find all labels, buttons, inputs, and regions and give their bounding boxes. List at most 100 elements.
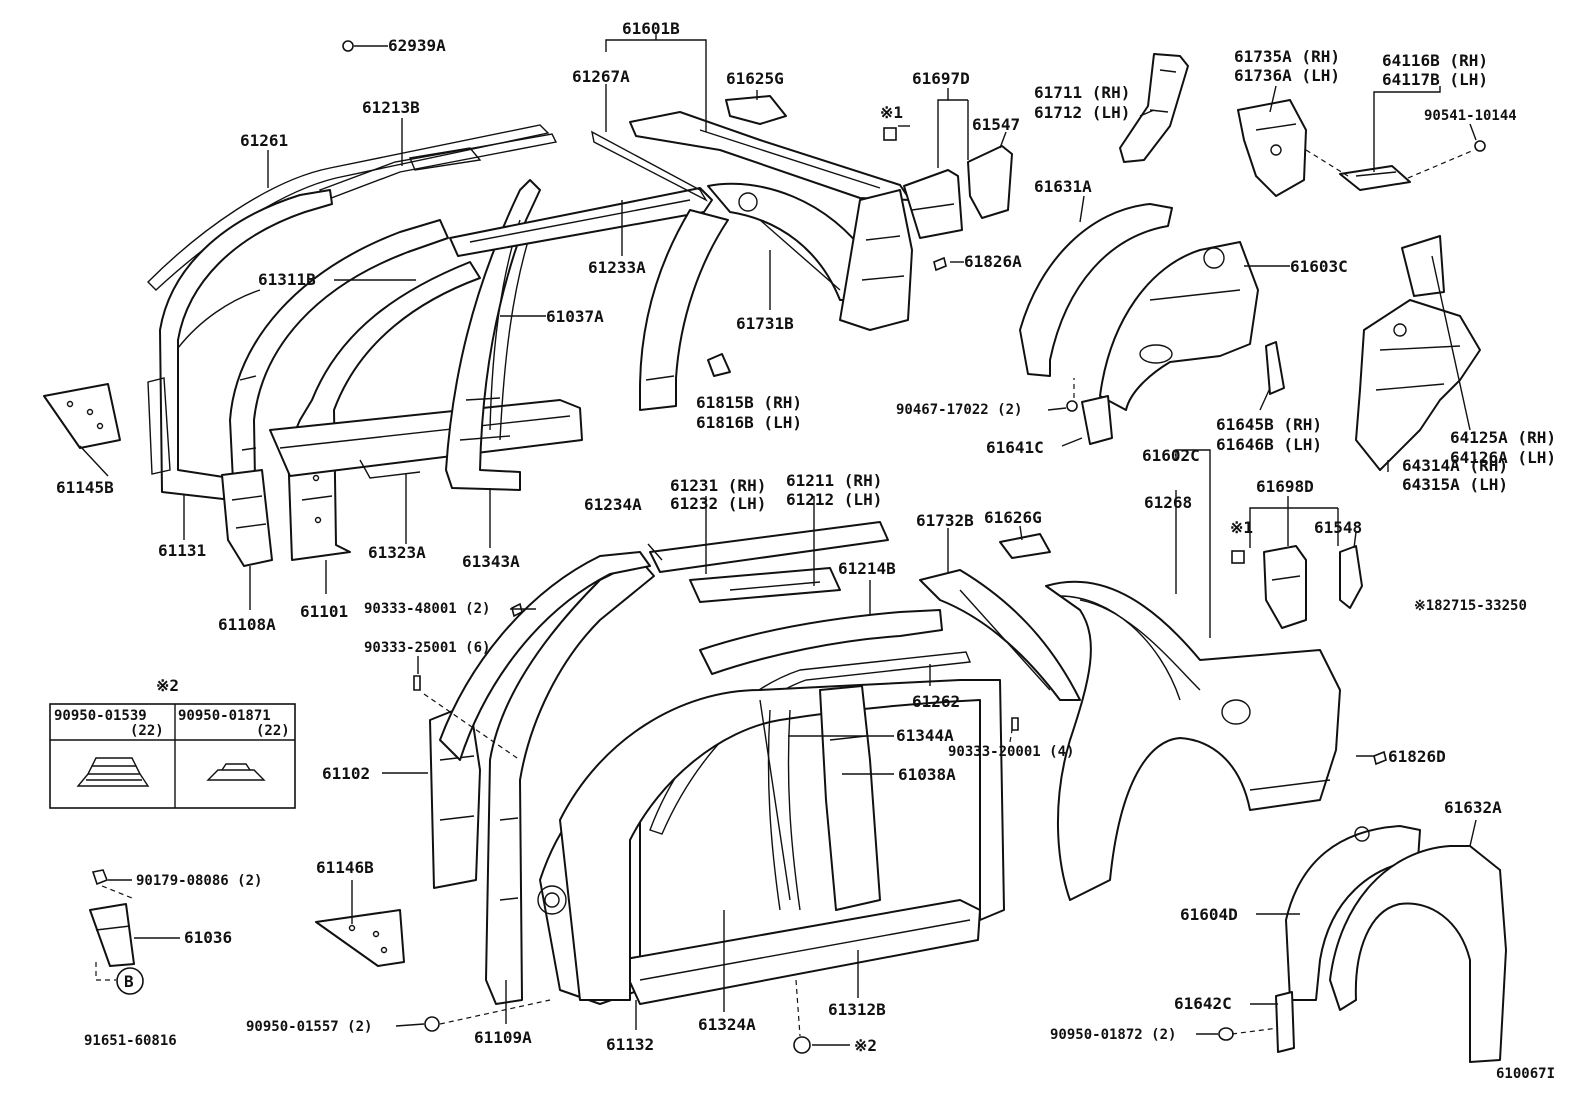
part-61603C-drawing	[1099, 241, 1259, 411]
label-61311B: 61311B	[258, 270, 316, 289]
table-col1-qty: (22)	[130, 723, 164, 739]
clip-90541-drawing	[1474, 140, 1486, 152]
part-61036-drawing	[89, 903, 135, 967]
part-61324A-drawing	[619, 899, 981, 1005]
clip-90333-25001-drawing	[413, 675, 421, 691]
part-61145B-drawing	[43, 383, 121, 449]
part-61602C-drawing	[1045, 580, 1341, 901]
note2-table-title: ※2	[156, 676, 179, 695]
part-61231-drawing	[649, 521, 889, 573]
part-61697D-drawing	[903, 169, 963, 239]
plug-90950-01871-drawing	[206, 763, 266, 781]
label-61312B: 61312B	[828, 1000, 886, 1019]
label-61815B: 61815B (RH)	[696, 393, 802, 412]
callout-b-letter: B	[124, 972, 134, 991]
label-61132: 61132	[606, 1035, 654, 1054]
label-61698D: 61698D	[1256, 477, 1314, 496]
clip-note1-bottom-drawing	[1231, 550, 1245, 564]
label-90179-08086: 90179-08086 (2)	[136, 873, 262, 889]
part-61815B-area-panel-drawing	[639, 209, 729, 411]
label-61344A: 61344A	[896, 726, 954, 745]
label-61324A: 61324A	[698, 1015, 756, 1034]
label-61547: 61547	[972, 115, 1020, 134]
part-61323A-drawing	[269, 399, 583, 479]
label-61641C: 61641C	[986, 438, 1044, 457]
label-61548: 61548	[1314, 518, 1362, 537]
label-61735A: 61735A (RH)	[1234, 47, 1340, 66]
label-61646B: 61646B (LH)	[1216, 435, 1322, 454]
label-61037A: 61037A	[546, 307, 604, 326]
label-61826D: 61826D	[1388, 747, 1446, 766]
part-61731B-extension-drawing	[839, 189, 913, 331]
part-61234A-drawing	[439, 551, 651, 761]
label-61038A: 61038A	[898, 765, 956, 784]
label-90333-48001: 90333-48001 (2)	[364, 601, 490, 617]
label-61736A: 61736A (LH)	[1234, 66, 1340, 85]
label-note1-top: ※1	[880, 103, 903, 122]
part-61038A-drawing	[819, 685, 881, 911]
label-90950-01872: 90950-01872 (2)	[1050, 1027, 1176, 1043]
label-61712: 61712 (LH)	[1034, 103, 1130, 122]
part-61711-drawing	[1119, 53, 1189, 163]
part-61146B-drawing	[315, 909, 405, 967]
part-61109A-drawing	[485, 559, 655, 1005]
label-note2-bottom: ※2	[854, 1036, 877, 1055]
label-61631A: 61631A	[1034, 177, 1092, 196]
label-64117B: 64117B (LH)	[1382, 70, 1488, 89]
label-61731B: 61731B	[736, 314, 794, 333]
part-61641C-drawing	[1081, 395, 1113, 445]
table-col2-part: 90950-01871	[178, 708, 271, 724]
part-61601B-drawing	[629, 111, 911, 201]
label-90467-17022: 90467-17022 (2)	[896, 402, 1022, 418]
label-61131: 61131	[158, 541, 206, 560]
label-61697D: 61697D	[912, 69, 970, 88]
part-61735A-drawing	[1237, 99, 1307, 197]
part-61625G-drawing	[725, 95, 787, 125]
label-64126A: 64126A (LH)	[1450, 448, 1556, 467]
label-61826A: 61826A	[964, 252, 1022, 271]
part-61233A-drawing	[449, 187, 713, 257]
label-182715-33250: ※182715-33250	[1414, 598, 1527, 614]
part-61642C-drawing	[1275, 991, 1295, 1053]
plug-90950-01872-drawing	[1218, 1027, 1234, 1041]
label-61343A: 61343A	[462, 552, 520, 571]
label-61267A: 61267A	[572, 67, 630, 86]
part-labels: 62939A 61601B 61267A 61625G 61697D ※1 61…	[56, 19, 1556, 1082]
label-91651-60816: 91651-60816	[84, 1033, 177, 1049]
table-col2-qty: (22)	[256, 723, 290, 739]
clip-62939A-drawing	[342, 40, 354, 52]
leader-lines	[79, 34, 1477, 1046]
table-col1-part: 90950-01539	[54, 708, 147, 724]
part-61268-drawing	[1059, 595, 1181, 701]
part-61815B-drawing	[707, 353, 731, 377]
clip-90333-20001-drawing	[1011, 717, 1019, 731]
label-61632A: 61632A	[1444, 798, 1502, 817]
label-61145B: 61145B	[56, 478, 114, 497]
part-61344A-drawing	[767, 709, 801, 911]
plug-90950-01557-drawing	[424, 1016, 440, 1032]
label-64116B: 64116B (RH)	[1382, 51, 1488, 70]
label-61212: 61212 (LH)	[786, 490, 882, 509]
label-61211: 61211 (RH)	[786, 471, 882, 490]
label-61036: 61036	[184, 928, 232, 947]
label-61233A: 61233A	[588, 258, 646, 277]
label-61231: 61231 (RH)	[670, 476, 766, 495]
label-61214B: 61214B	[838, 559, 896, 578]
label-61102: 61102	[322, 764, 370, 783]
part-61267A-drawing	[591, 130, 708, 202]
label-61232: 61232 (LH)	[670, 494, 766, 513]
label-61146B: 61146B	[316, 858, 374, 877]
label-61108A: 61108A	[218, 615, 276, 634]
dashed-guide-61109A	[423, 693, 521, 761]
label-61261: 61261	[240, 131, 288, 150]
part-61631A-drawing	[1019, 203, 1173, 377]
part-64125A-drawing	[1401, 235, 1445, 297]
part-61732B-drawing	[919, 569, 1081, 701]
label-note1-bottom: ※1	[1230, 518, 1253, 537]
label-61711: 61711 (RH)	[1034, 83, 1130, 102]
clip-61826A-drawing	[933, 256, 947, 272]
plug-90950-01539-drawing	[76, 757, 150, 787]
label-61262: 61262	[912, 692, 960, 711]
label-61604D: 61604D	[1180, 905, 1238, 924]
